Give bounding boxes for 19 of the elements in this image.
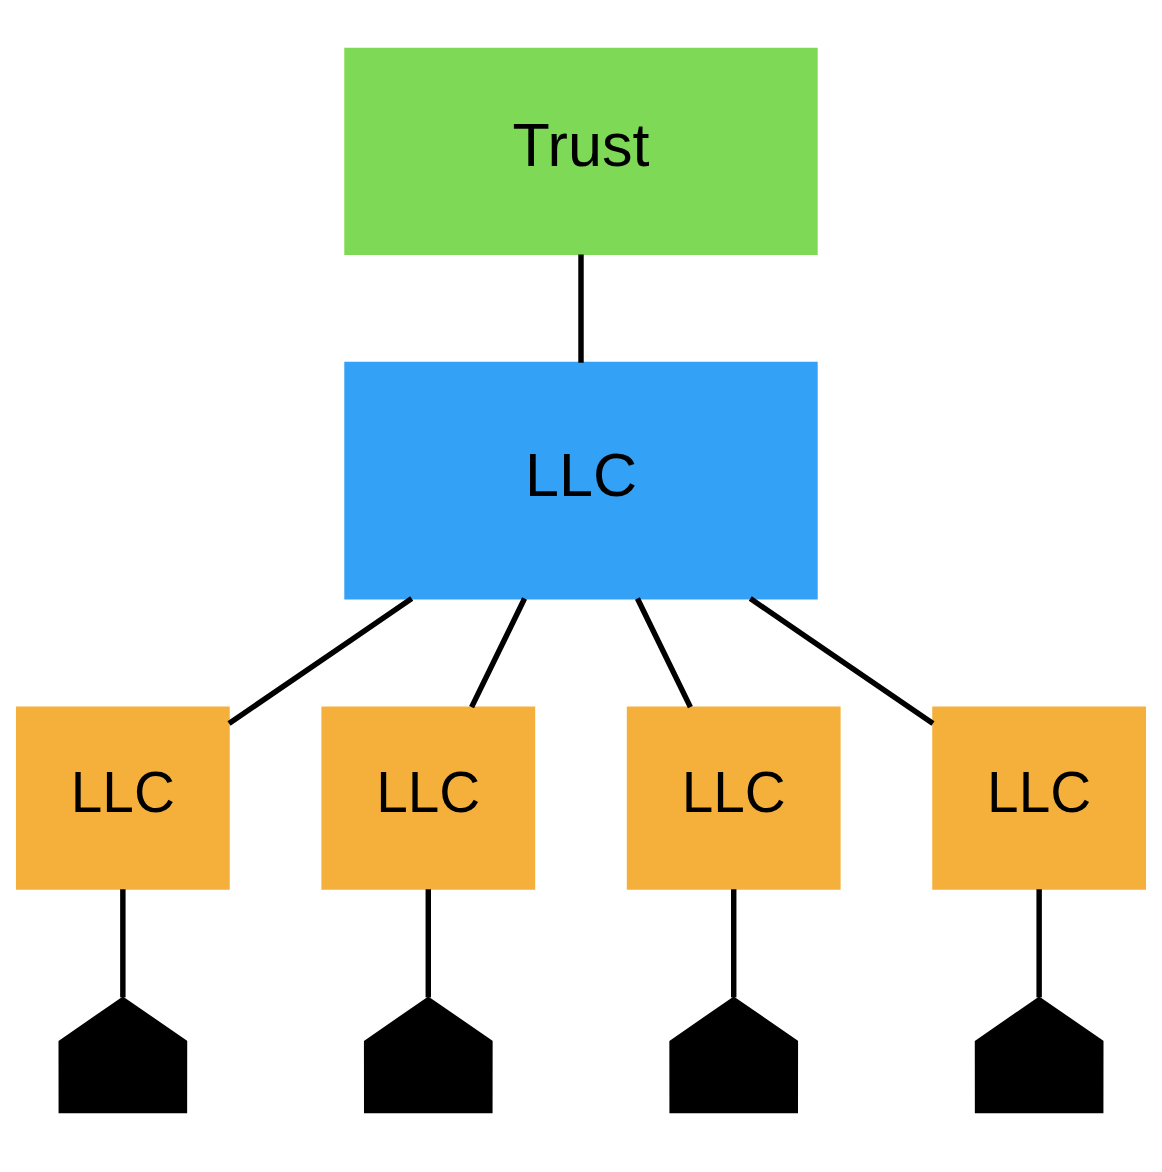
connector <box>120 888 126 997</box>
connector <box>425 888 431 997</box>
node-box: LLC <box>321 706 536 890</box>
node-box: LLC <box>626 706 841 890</box>
connector <box>731 888 737 997</box>
node-picture <box>669 995 799 1113</box>
connector <box>469 596 527 708</box>
connector <box>1036 888 1042 997</box>
node-box: Trust <box>344 47 818 255</box>
connector <box>748 595 935 726</box>
connector <box>227 595 414 726</box>
node-box: LLC <box>15 706 230 890</box>
node-picture <box>363 995 493 1113</box>
node-picture <box>58 995 188 1113</box>
node-box: LLC <box>344 361 818 600</box>
node-box: LLC <box>932 706 1147 890</box>
node-picture <box>974 995 1104 1113</box>
connector <box>578 254 584 363</box>
connector <box>635 596 693 708</box>
